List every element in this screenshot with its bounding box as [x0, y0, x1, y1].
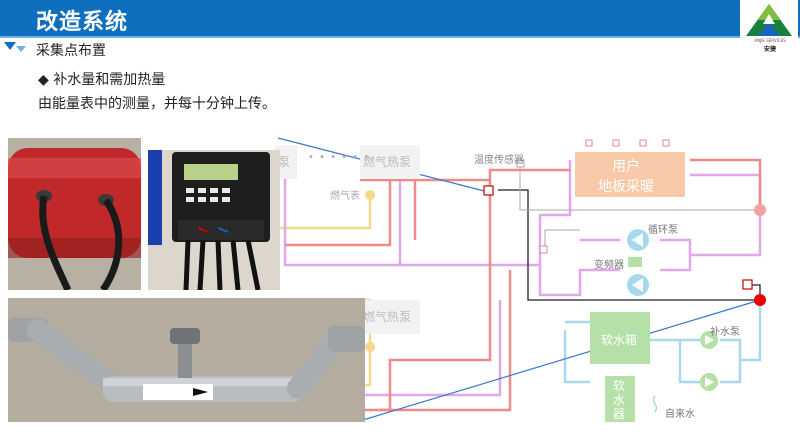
energy-meter-icon-2	[742, 279, 753, 290]
makeup-pump-icons	[700, 331, 718, 391]
description-text: 由能量表中的测量，并每十分钟上传。	[38, 96, 276, 112]
logo-english-text: ANJIE SERVICES	[754, 38, 786, 43]
photo-red-pipe-sensors	[8, 138, 141, 290]
softener-label-3: 器	[613, 407, 626, 421]
company-logo	[740, 0, 798, 54]
circulation-pump-icons	[627, 229, 649, 296]
gas-heat-pump-label-1: 燃气热泵	[363, 155, 412, 169]
vfd-label: 变频器	[594, 260, 624, 271]
gas-heat-pump-label-2: 燃气热泵	[363, 310, 412, 324]
diamond-bullet-icon: ◆	[38, 72, 49, 88]
triangle-logo-icon	[746, 4, 792, 36]
photo-energy-meter-device	[148, 150, 280, 290]
pump-label-cut: 泵	[278, 155, 291, 169]
section-subtitle: 采集点布置	[36, 43, 106, 59]
header-bar	[0, 0, 800, 36]
floor-heating-label: 地板采暖	[598, 179, 654, 195]
softener-tank-label: 软水箱	[601, 333, 638, 347]
gas-meter-dot	[365, 190, 375, 200]
water-wave-icon	[652, 395, 658, 413]
circulation-pump-label: 循环泵	[648, 225, 678, 236]
bullet-item: ◆ 补水量和需加热量	[38, 69, 165, 89]
page-title: 改造系统	[36, 10, 129, 35]
gas-meter-label: 燃气表	[330, 191, 360, 202]
ellipsis-dots: • • • • • •	[308, 152, 371, 163]
softener-label-1: 软	[613, 379, 626, 393]
bullet-text: 补水量和需加热量	[53, 72, 166, 88]
chevron-down-icon	[4, 42, 26, 52]
makeup-pump-label: 补水泵	[710, 327, 740, 338]
tap-water-label: 自来水	[665, 409, 695, 420]
control-lines	[498, 189, 761, 301]
softener-label-2: 水	[613, 393, 626, 407]
temp-sensor-icon	[539, 245, 548, 254]
user-label: 用户	[612, 159, 640, 175]
vfd-box	[628, 257, 642, 267]
photo-flow-meter-pipe	[8, 298, 365, 422]
sensor-dot-red	[754, 294, 766, 306]
logo-chinese-text: 安捷	[763, 46, 776, 53]
header-divider	[0, 36, 800, 38]
temp-sensor-label: 温度传感器	[474, 155, 524, 166]
energy-meter-icon	[483, 185, 494, 196]
gas-meter-dot-2	[365, 342, 375, 352]
sensor-dot-pink	[754, 204, 766, 216]
temperature-sensors-top	[585, 139, 670, 147]
